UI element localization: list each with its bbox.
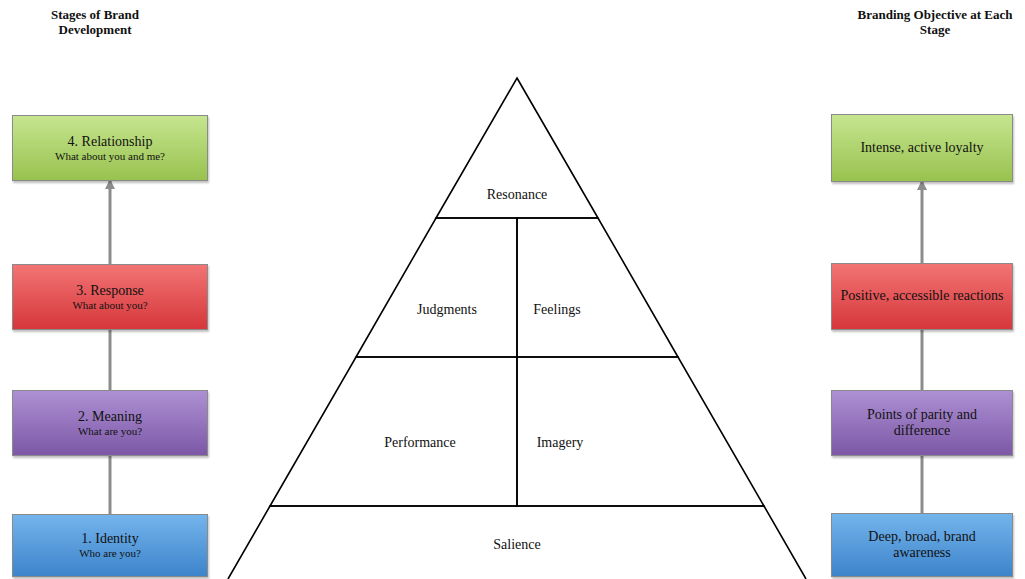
stage-title: 4. Relationship <box>68 134 153 150</box>
band-outline <box>356 218 517 357</box>
stage-box: 1. IdentityWho are you? <box>12 514 208 577</box>
stage-title: 1. Identity <box>81 531 139 547</box>
band-label: Imagery <box>537 435 584 451</box>
pyramid-band: Performance <box>270 357 517 506</box>
stage-arrow <box>109 330 112 390</box>
pyramid-band: Feelings <box>517 218 678 357</box>
stage-box: Deep, broad, brand awareness <box>831 513 1013 577</box>
stage-arrow <box>109 456 112 514</box>
stage-title: 2. Meaning <box>78 409 142 425</box>
band-label: Feelings <box>533 302 580 318</box>
column-heading: Stages of Brand Development <box>20 8 170 38</box>
band-label: Salience <box>493 537 540 553</box>
stage-arrow <box>921 456 924 513</box>
stage-arrow <box>109 181 112 264</box>
stage-title: Positive, accessible reactions <box>841 288 1004 304</box>
pyramid-band: Imagery <box>517 357 764 506</box>
pyramid-band: Judgments <box>356 218 517 357</box>
band-outline <box>270 357 517 506</box>
stage-title: Points of parity and difference <box>838 407 1006 439</box>
stage-box: Positive, accessible reactions <box>831 263 1013 330</box>
stage-question: Who are you? <box>79 547 141 560</box>
stage-box: Points of parity and difference <box>831 390 1013 456</box>
stage-arrow <box>921 330 924 390</box>
band-label: Performance <box>384 435 456 451</box>
pyramid-band: Resonance <box>436 78 598 218</box>
stage-box: 3. ResponseWhat about you? <box>12 264 208 330</box>
stage-box: 2. MeaningWhat are you? <box>12 390 208 456</box>
stage-question: What are you? <box>78 425 142 438</box>
band-outline <box>517 357 764 506</box>
stage-question: What about you and me? <box>55 150 165 163</box>
column-heading: Branding Objective at Each Stage <box>855 8 1015 38</box>
stage-arrow <box>921 182 924 263</box>
band-label: Judgments <box>417 302 477 318</box>
stage-box: Intense, active loyalty <box>831 114 1013 182</box>
band-outline <box>517 218 678 357</box>
pyramid-band: Salience <box>228 506 806 579</box>
band-label: Resonance <box>487 187 548 203</box>
stage-box: 4. RelationshipWhat about you and me? <box>12 115 208 181</box>
stage-title: 3. Response <box>76 283 144 299</box>
stage-title: Deep, broad, brand awareness <box>838 529 1006 561</box>
stage-title: Intense, active loyalty <box>860 140 983 156</box>
stage-question: What about you? <box>72 299 147 312</box>
